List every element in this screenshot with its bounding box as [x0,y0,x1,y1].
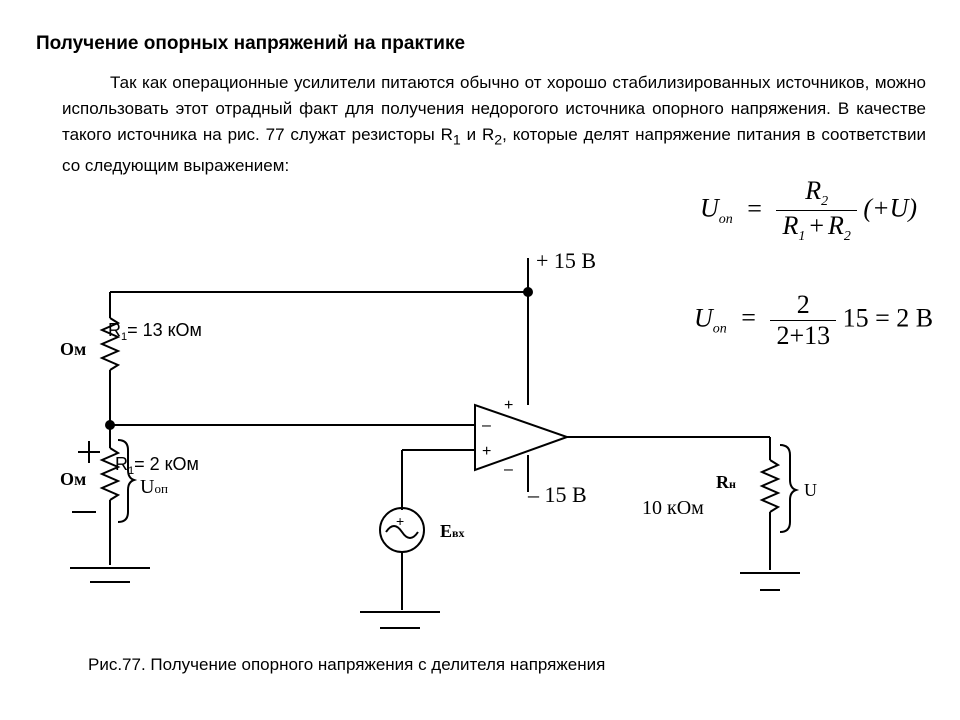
rn-label: Rн [716,472,736,492]
uop-label: Uоп [140,476,168,498]
resistor-r2 [99,447,121,501]
opamp-minus-input: – [482,417,491,434]
body-paragraph: Так как операционные усилители питаются … [62,73,926,176]
junction-divider [105,420,115,430]
source-sine [385,525,419,539]
brace-uop [117,439,138,523]
opamp-triangle [474,403,571,472]
r1-label: R1= 13 кОм [108,320,202,343]
resistor-rn [759,459,781,513]
supply-neg-label: – 15 В [527,482,587,507]
page-title: Получение опорных напряжений на практике [36,33,466,54]
source-plus: + [396,513,404,529]
opamp-plus-input: + [482,443,491,460]
r1-clipped-label: Ом [60,339,86,359]
opamp-minus-bottom: – [504,461,513,478]
supply-pos-label: + 15 В [536,248,596,273]
junction-top [523,287,533,297]
formula-reference-voltage: Uon = R2 R1+R2 (+U) [700,176,918,245]
opamp-plus-top: + [504,397,513,414]
r2-clipped-label: Ом [60,469,86,489]
resistor-r1 [99,317,121,371]
rn-brace-label: U [804,480,817,500]
evx-label: Eвх [440,521,465,541]
brace-rn [779,444,800,533]
r2-label: R1= 2 кОм [115,454,199,477]
rn-value: 10 кОм [642,497,704,519]
formula-numeric: Uon = 2 2+13 15 = 2 B [694,290,934,350]
figure-caption: Рис.77. Получение опорного напряжения с … [88,655,606,674]
